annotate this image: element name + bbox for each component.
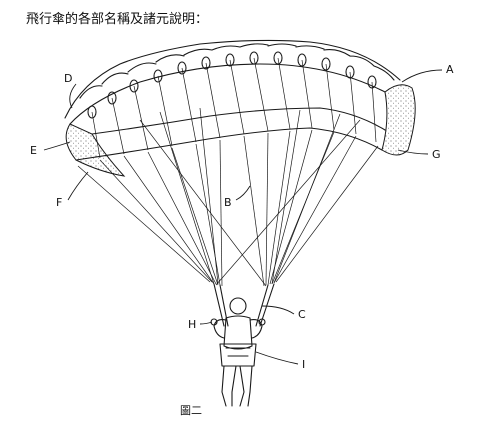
cell-ribs xyxy=(91,57,377,159)
pilot-right-arm xyxy=(249,319,263,339)
right-brake-toggle xyxy=(258,318,266,326)
label-h: H xyxy=(188,318,196,331)
label-a: A xyxy=(446,63,454,76)
label-c: C xyxy=(298,308,306,321)
canopy-cell-bumps xyxy=(79,43,395,99)
pilot xyxy=(210,297,266,407)
figure-caption: 圖二 xyxy=(180,404,202,417)
label-g: G xyxy=(432,148,441,161)
label-b: B xyxy=(224,196,232,209)
label-f: F xyxy=(56,196,62,209)
suspension-lines xyxy=(77,107,379,287)
label-i: I xyxy=(302,358,305,371)
label-e: E xyxy=(30,144,37,157)
diagram-title: 飛行傘的各部名稱及諸元說明： xyxy=(26,12,209,27)
right-wing-tip xyxy=(381,84,416,156)
leading-edge xyxy=(69,63,386,125)
pilot-helmet xyxy=(229,297,247,315)
pilot-harness xyxy=(219,343,257,367)
pilot-left-arm xyxy=(213,319,227,339)
canopy-underside xyxy=(91,107,386,135)
left-wing-tip xyxy=(65,123,126,177)
label-d: D xyxy=(64,72,72,85)
label-leaders xyxy=(43,69,443,365)
pilot-legs xyxy=(221,365,253,407)
canopy xyxy=(64,39,416,177)
canopy-top-edge xyxy=(64,39,401,119)
